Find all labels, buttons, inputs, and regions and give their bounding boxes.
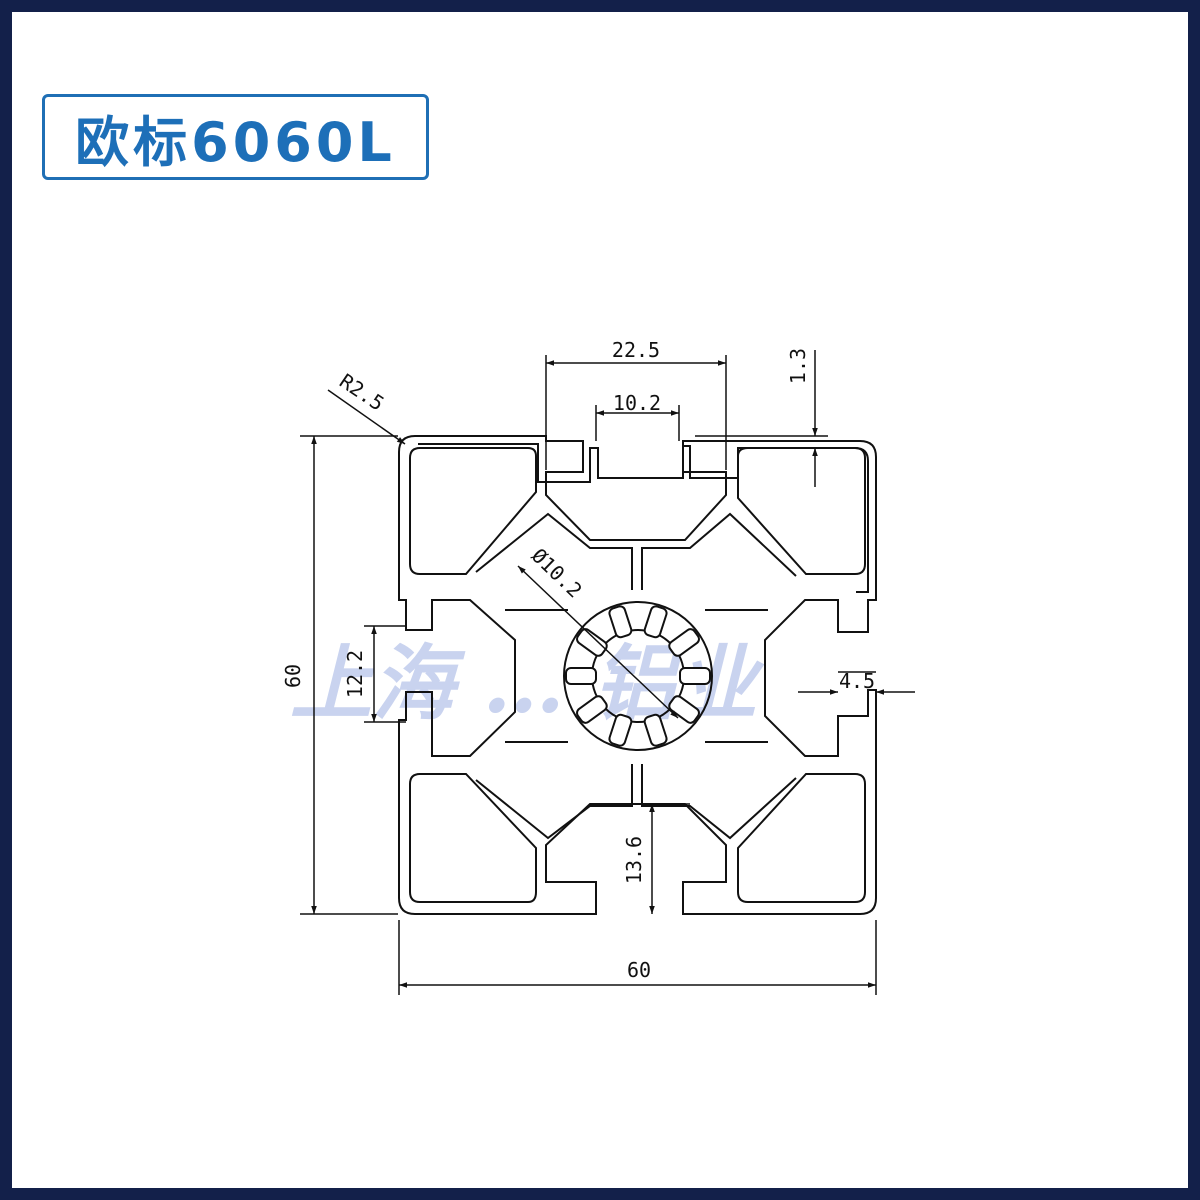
dim-width: 60: [627, 958, 651, 982]
bore-tooth: [643, 605, 668, 639]
dim-wall: 1.3: [786, 348, 810, 384]
dim-slot-opening: 10.2: [613, 391, 661, 415]
dim-slot-depth: 13.6: [622, 836, 646, 884]
dim-bore: Ø10.2: [527, 543, 587, 602]
dim-radius: R2.5: [335, 369, 388, 416]
dim-height: 60: [281, 664, 305, 688]
dimension-lines: [300, 350, 915, 995]
dim-side-depth: 4.5: [839, 669, 875, 693]
dim-top-width: 22.5: [612, 338, 660, 362]
title-box: 欧标6060L: [42, 94, 429, 180]
product-title: 欧标6060L: [75, 110, 396, 174]
bore-tooth: [608, 605, 633, 639]
bore-tooth: [679, 667, 711, 685]
dim-side-slot: 12.2: [343, 650, 367, 698]
bore-tooth: [565, 667, 597, 685]
